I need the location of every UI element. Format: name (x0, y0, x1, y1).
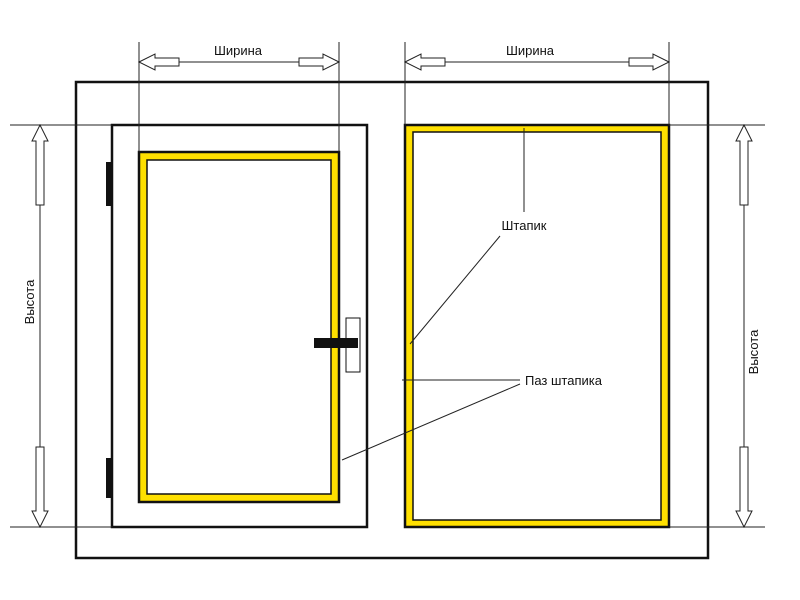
arrow-right-icon (628, 53, 670, 71)
arrow-down-icon (735, 446, 753, 528)
arrow-down-icon (31, 446, 49, 528)
arrow-left-icon (138, 53, 180, 71)
hinge-icon (106, 162, 112, 206)
window-handle-icon (314, 317, 361, 373)
hinge-icon (106, 458, 112, 498)
arrow-up-icon (31, 124, 49, 206)
height-label-right: Высота (746, 329, 761, 374)
bead-groove-label: Паз штапика (525, 373, 603, 388)
outer-frame (74, 80, 710, 560)
height-label-left: Высота (22, 279, 37, 324)
width-label-left: Ширина (214, 43, 263, 58)
width-label-right: Ширина (506, 43, 555, 58)
arrow-up-icon (735, 124, 753, 206)
arrow-right-icon (298, 53, 340, 71)
right-glass (412, 131, 662, 521)
left-glass (146, 159, 332, 495)
bead-label: Штапик (502, 218, 547, 233)
arrow-left-icon (404, 53, 446, 71)
